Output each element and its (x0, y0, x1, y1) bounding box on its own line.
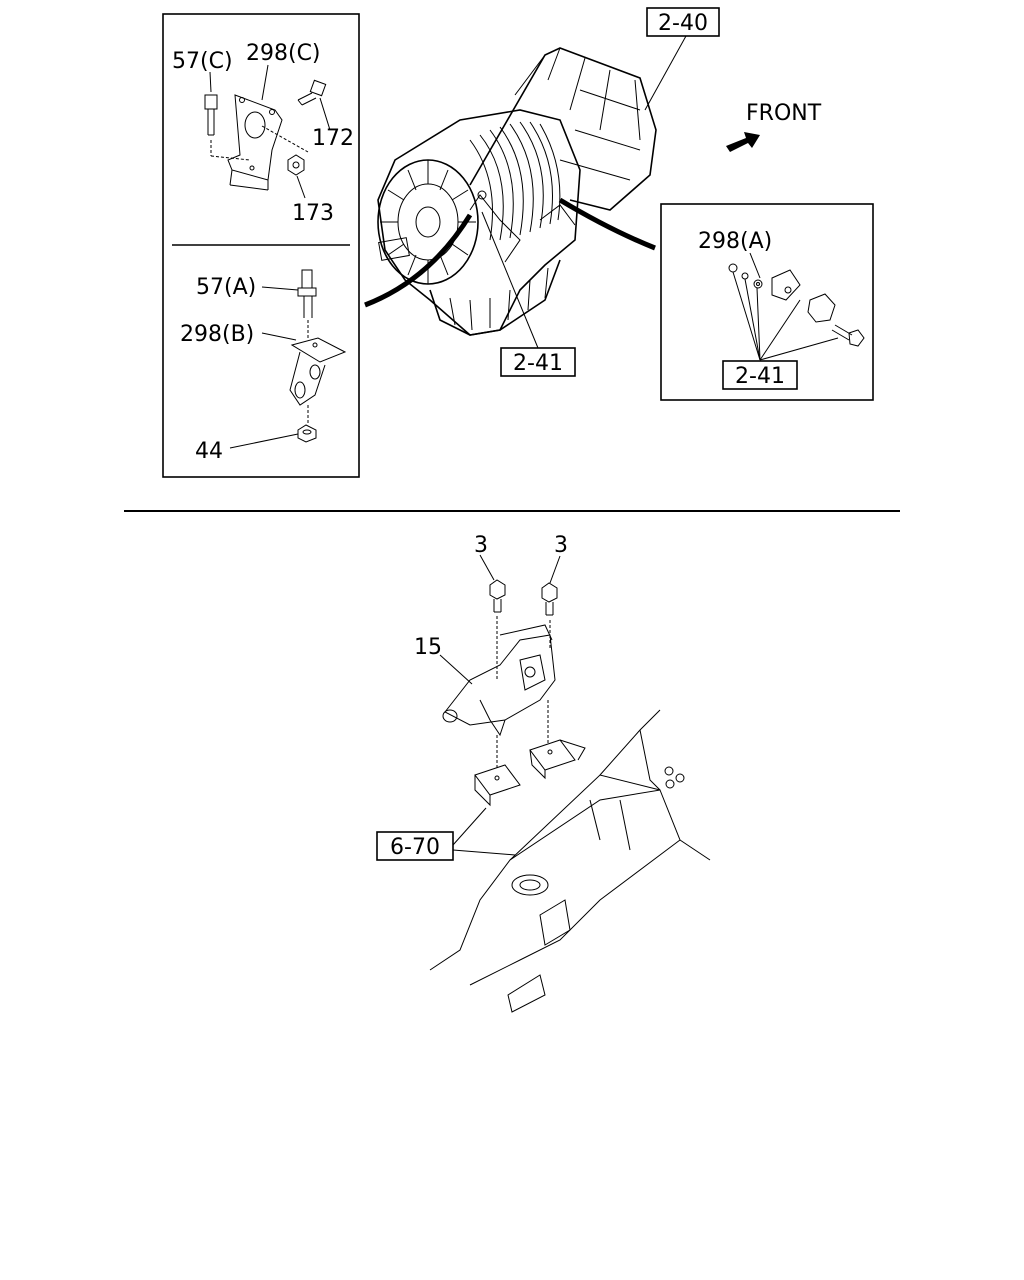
callout-2-40-label: 2-40 (658, 11, 708, 36)
bolt-57c-drawing (204, 94, 251, 161)
mount-15-drawing (442, 624, 556, 770)
front-arrow (726, 132, 760, 152)
bolt-172-drawing (261, 79, 327, 153)
label-298c: 298(C) (246, 41, 321, 66)
callout-2-41-main-label: 2-41 (513, 351, 563, 376)
label-57a: 57(A) (196, 275, 256, 300)
label-15: 15 (414, 635, 442, 660)
bracket-298b-drawing (289, 337, 347, 425)
callout-2-41-inset-label: 2-41 (735, 364, 785, 389)
label-298a: 298(A) (698, 229, 772, 254)
label-172: 172 (312, 126, 354, 151)
nut-173-drawing (287, 154, 305, 176)
label-298b: 298(B) (180, 322, 254, 347)
label-3-left: 3 (474, 533, 488, 558)
inset-box-right (660, 203, 874, 401)
pad-drawing (474, 739, 586, 807)
label-3-right: 3 (554, 533, 568, 558)
transmission-assembly-drawing (364, 35, 687, 349)
nut-44-drawing (297, 424, 317, 443)
callout-6-70: 6-70 (376, 831, 454, 861)
label-44: 44 (195, 439, 223, 464)
callout-2-40: 2-40 (646, 7, 720, 37)
stud-57a-drawing (297, 269, 317, 338)
callout-6-70-label: 6-70 (390, 835, 440, 860)
label-173: 173 (292, 201, 334, 226)
chassis-frame-drawing (429, 709, 711, 1013)
mount-assembly-drawing (429, 554, 711, 1013)
inset-box-top-left (162, 13, 360, 478)
callout-2-41-inset: 2-41 (722, 360, 798, 390)
bolt-3-right-drawing (541, 582, 558, 650)
bolt-3-left-drawing (489, 579, 506, 680)
bracket-298c-drawing (227, 94, 283, 191)
label-57c: 57(C) (172, 49, 233, 74)
front-label: FRONT (746, 101, 822, 126)
callout-2-41-main: 2-41 (500, 347, 576, 377)
